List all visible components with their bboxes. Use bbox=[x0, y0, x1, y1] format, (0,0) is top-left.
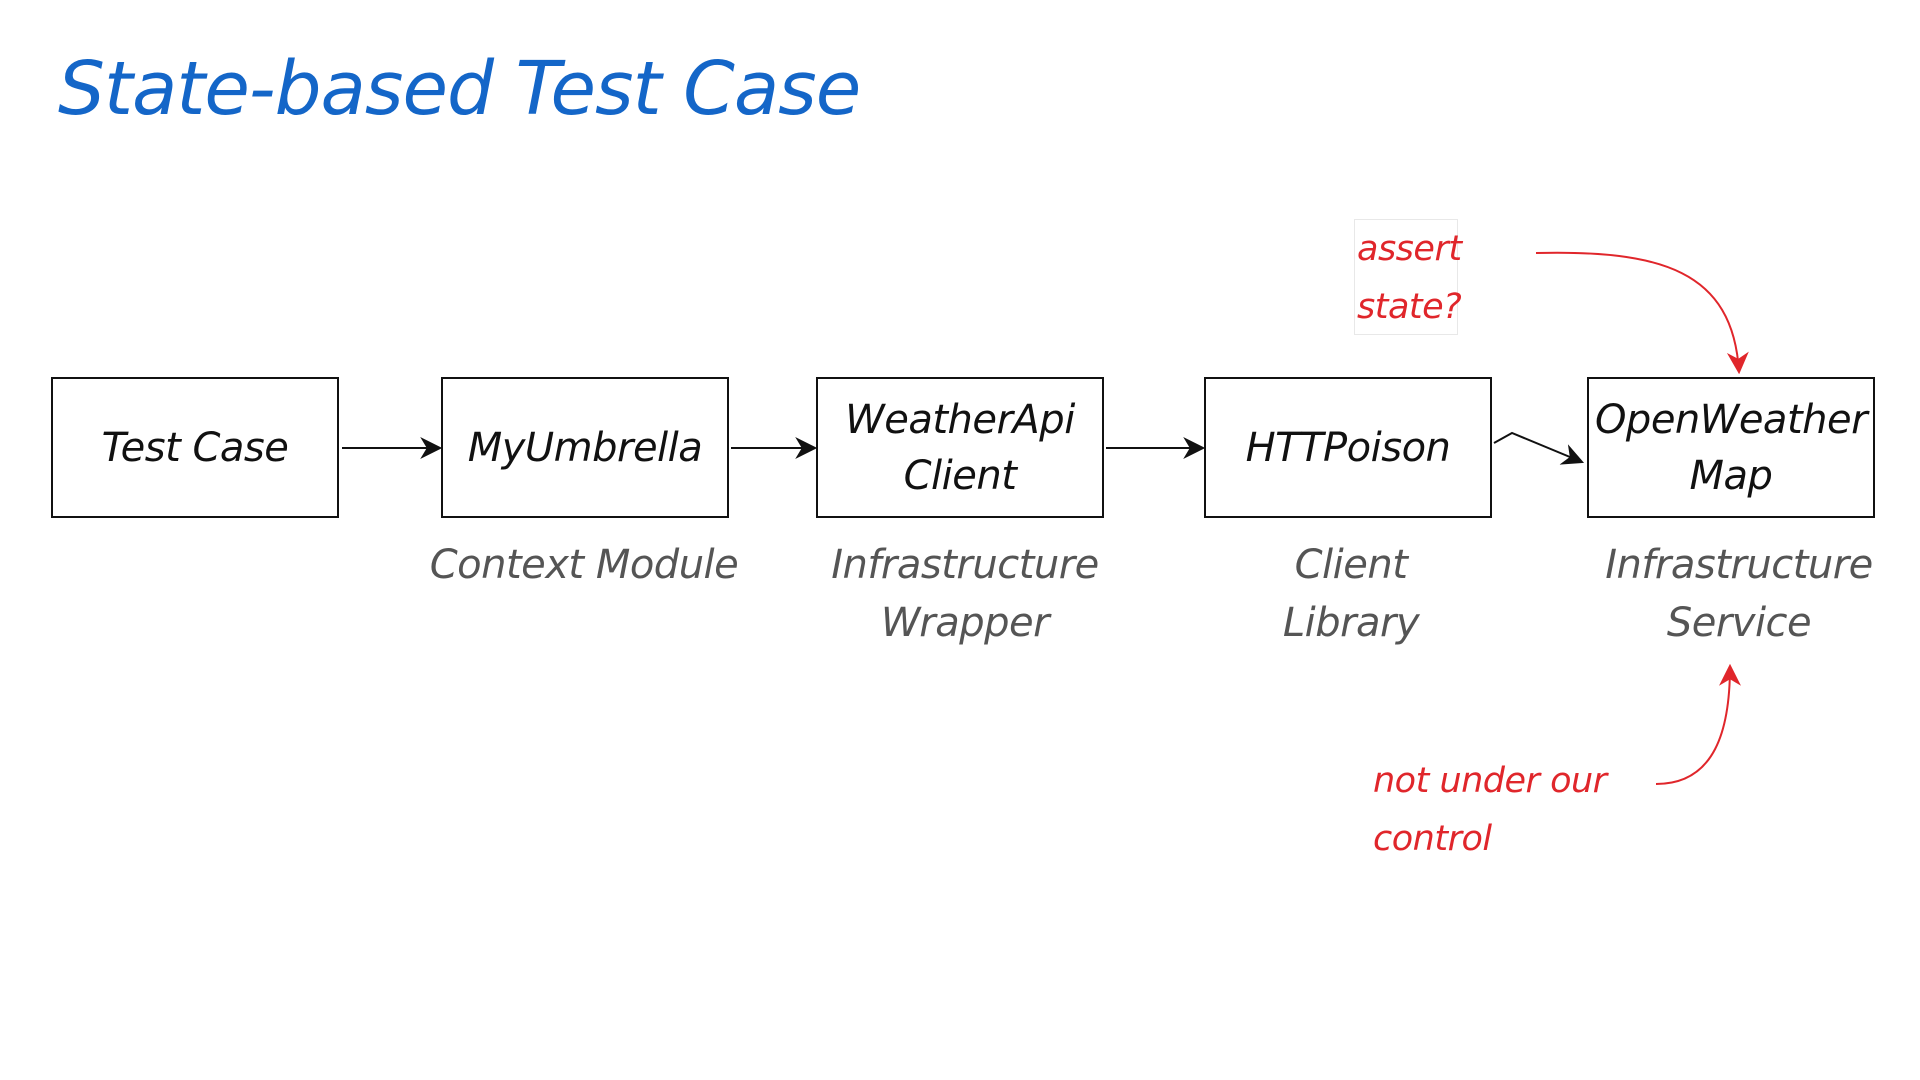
node-my-umbrella: MyUmbrella bbox=[441, 377, 729, 518]
not-under-control-note: not under our control bbox=[1373, 761, 1607, 859]
node-weatherapi-client: WeatherApi Client bbox=[816, 377, 1104, 518]
caption-httpoison: Client Library bbox=[1282, 542, 1420, 646]
assert-state-note-frame bbox=[1354, 219, 1458, 335]
page-title: State-based Test Case bbox=[58, 46, 861, 132]
not-under-control-arrow bbox=[1655, 663, 1741, 785]
edge-httpoison-to-openweathermap bbox=[1493, 431, 1585, 465]
node-label-my-umbrella: MyUmbrella bbox=[467, 424, 703, 471]
assert-state-arrow bbox=[1535, 251, 1749, 375]
node-label-test-case: Test Case bbox=[101, 424, 289, 471]
node-test-case: Test Case bbox=[51, 377, 339, 518]
node-label-weatherapi-client: WeatherApi Client bbox=[845, 396, 1075, 499]
node-label-openweathermap: OpenWeather Map bbox=[1594, 396, 1868, 499]
caption-weatherapi-client: Infrastructure Wrapper bbox=[831, 542, 1099, 646]
node-openweathermap: OpenWeather Map bbox=[1587, 377, 1875, 518]
node-label-httpoison: HTTPoison bbox=[1245, 424, 1451, 471]
node-httpoison: HTTPoison bbox=[1204, 377, 1492, 518]
assert-state-note: assert state? bbox=[1357, 229, 1462, 327]
caption-openweathermap: Infrastructure Service bbox=[1605, 542, 1873, 646]
caption-my-umbrella: Context Module bbox=[429, 542, 739, 588]
